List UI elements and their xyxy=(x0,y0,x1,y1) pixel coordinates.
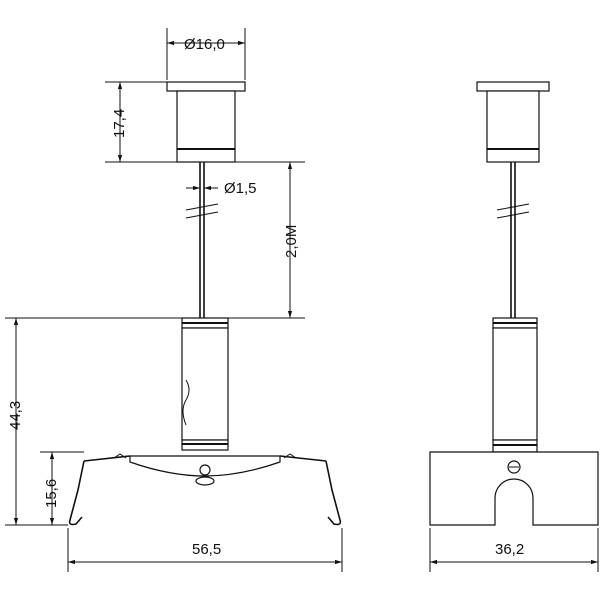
side-gripper-body xyxy=(492,317,538,453)
dim-top-diameter-label: Ø16,0 xyxy=(184,36,225,53)
dimension-front-width: 56,5 xyxy=(67,528,343,572)
dimension-top-diameter: Ø16,0 xyxy=(166,28,246,80)
dim-total-height-label: 44,3 xyxy=(7,401,24,430)
wire-gripper-body xyxy=(181,317,229,451)
dim-cap-height-label: 17,4 xyxy=(111,109,128,138)
dim-wire-length-label: 2,0M xyxy=(283,225,300,258)
front-view: Ø16,0 17,4 Ø1,5 2,0M 44,3 xyxy=(5,28,343,572)
side-suspension-wire xyxy=(496,162,530,320)
dimension-total-height: 44,3 xyxy=(5,317,182,526)
dimension-cap-height: 17,4 xyxy=(105,81,177,163)
mounting-clip xyxy=(68,453,342,526)
ceiling-cap xyxy=(166,81,246,163)
dim-front-width-label: 56,5 xyxy=(192,541,221,558)
dimension-clip-height: 15,6 xyxy=(40,451,84,525)
side-mounting-clip xyxy=(429,451,599,526)
dim-wire-diameter-label: Ø1,5 xyxy=(224,180,257,197)
suspension-wire xyxy=(185,162,219,320)
dimension-wire-length: 2,0M xyxy=(228,161,305,319)
side-ceiling-cap xyxy=(476,81,550,163)
dim-clip-height-label: 15,6 xyxy=(43,479,60,508)
dim-side-width-label: 36,2 xyxy=(495,541,524,558)
side-view: 36,2 xyxy=(429,81,599,572)
dimension-wire-diameter: Ø1,5 xyxy=(186,180,257,197)
dimension-side-width: 36,2 xyxy=(429,528,599,572)
